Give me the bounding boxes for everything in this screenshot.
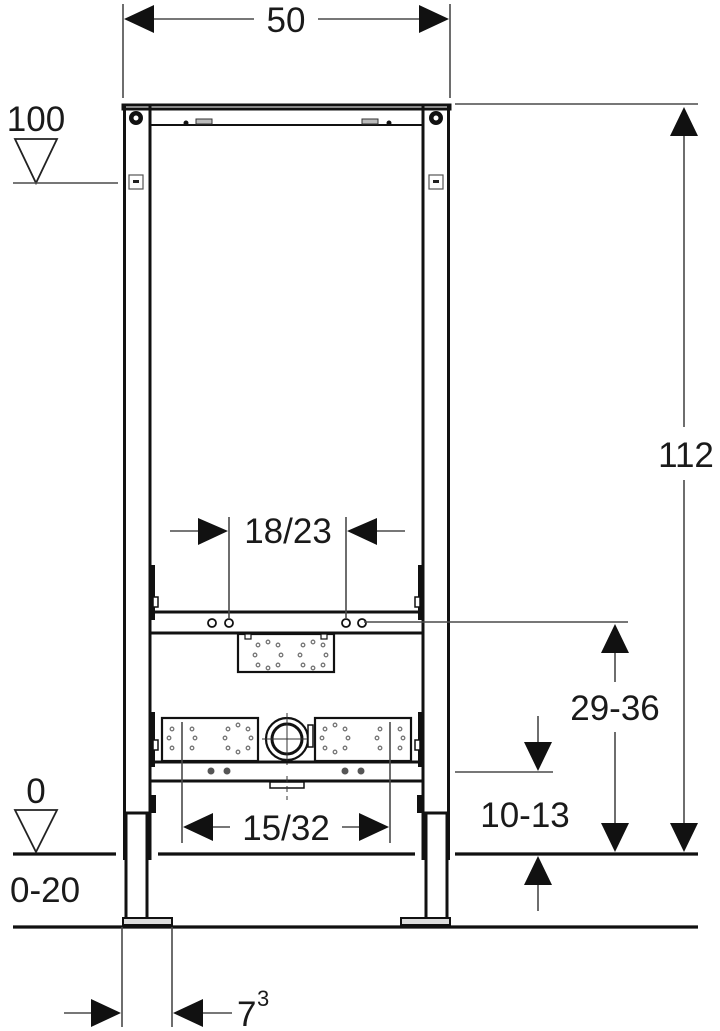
- plate-holes-right: [297, 639, 329, 671]
- arrow-right-icon: [419, 5, 449, 33]
- foot-depth-label: 7: [237, 995, 256, 1031]
- foot-depth-sup-label: 3: [257, 986, 269, 1011]
- floor-build-up-label: 0-20: [10, 871, 80, 910]
- lower-plate-right: [313, 716, 413, 763]
- mounting-plate: [236, 632, 336, 674]
- supply-height-label: 29-36: [570, 689, 660, 728]
- level-triangle-icon: [13, 809, 59, 855]
- arrow-left-icon: [124, 5, 154, 33]
- supply-spacing-dimension: 18/23: [170, 512, 405, 619]
- lower-plate-left: [160, 716, 260, 763]
- total-height-label: 112: [658, 436, 714, 475]
- supply-height-dimension: 29-36: [570, 624, 660, 852]
- fixing-spacing-label: 15/32: [242, 809, 330, 848]
- drain-height-dimension: 10-13: [480, 716, 570, 911]
- supply-spacing-label: 18/23: [244, 512, 332, 551]
- frame: [121, 103, 452, 926]
- fixing-spacing-dimension: 15/32: [181, 722, 391, 848]
- foot-depth-dimension: 7 3: [64, 927, 269, 1031]
- level-marker-0: 0: [13, 772, 59, 855]
- level-100-label: 100: [7, 100, 65, 139]
- drain-connector-icon: [262, 713, 314, 765]
- plate-holes-left: [252, 639, 284, 671]
- drain-height-label: 10-13: [480, 796, 570, 835]
- level-triangle-icon: [13, 138, 59, 186]
- total-height-dimension: 112: [658, 107, 714, 852]
- foot-right: [400, 917, 451, 926]
- width-dimension: 50: [122, 1, 451, 98]
- level-marker-100: 100: [7, 100, 118, 186]
- level-0-label: 0: [26, 772, 45, 811]
- width-label: 50: [267, 1, 306, 40]
- foot-left: [122, 917, 173, 926]
